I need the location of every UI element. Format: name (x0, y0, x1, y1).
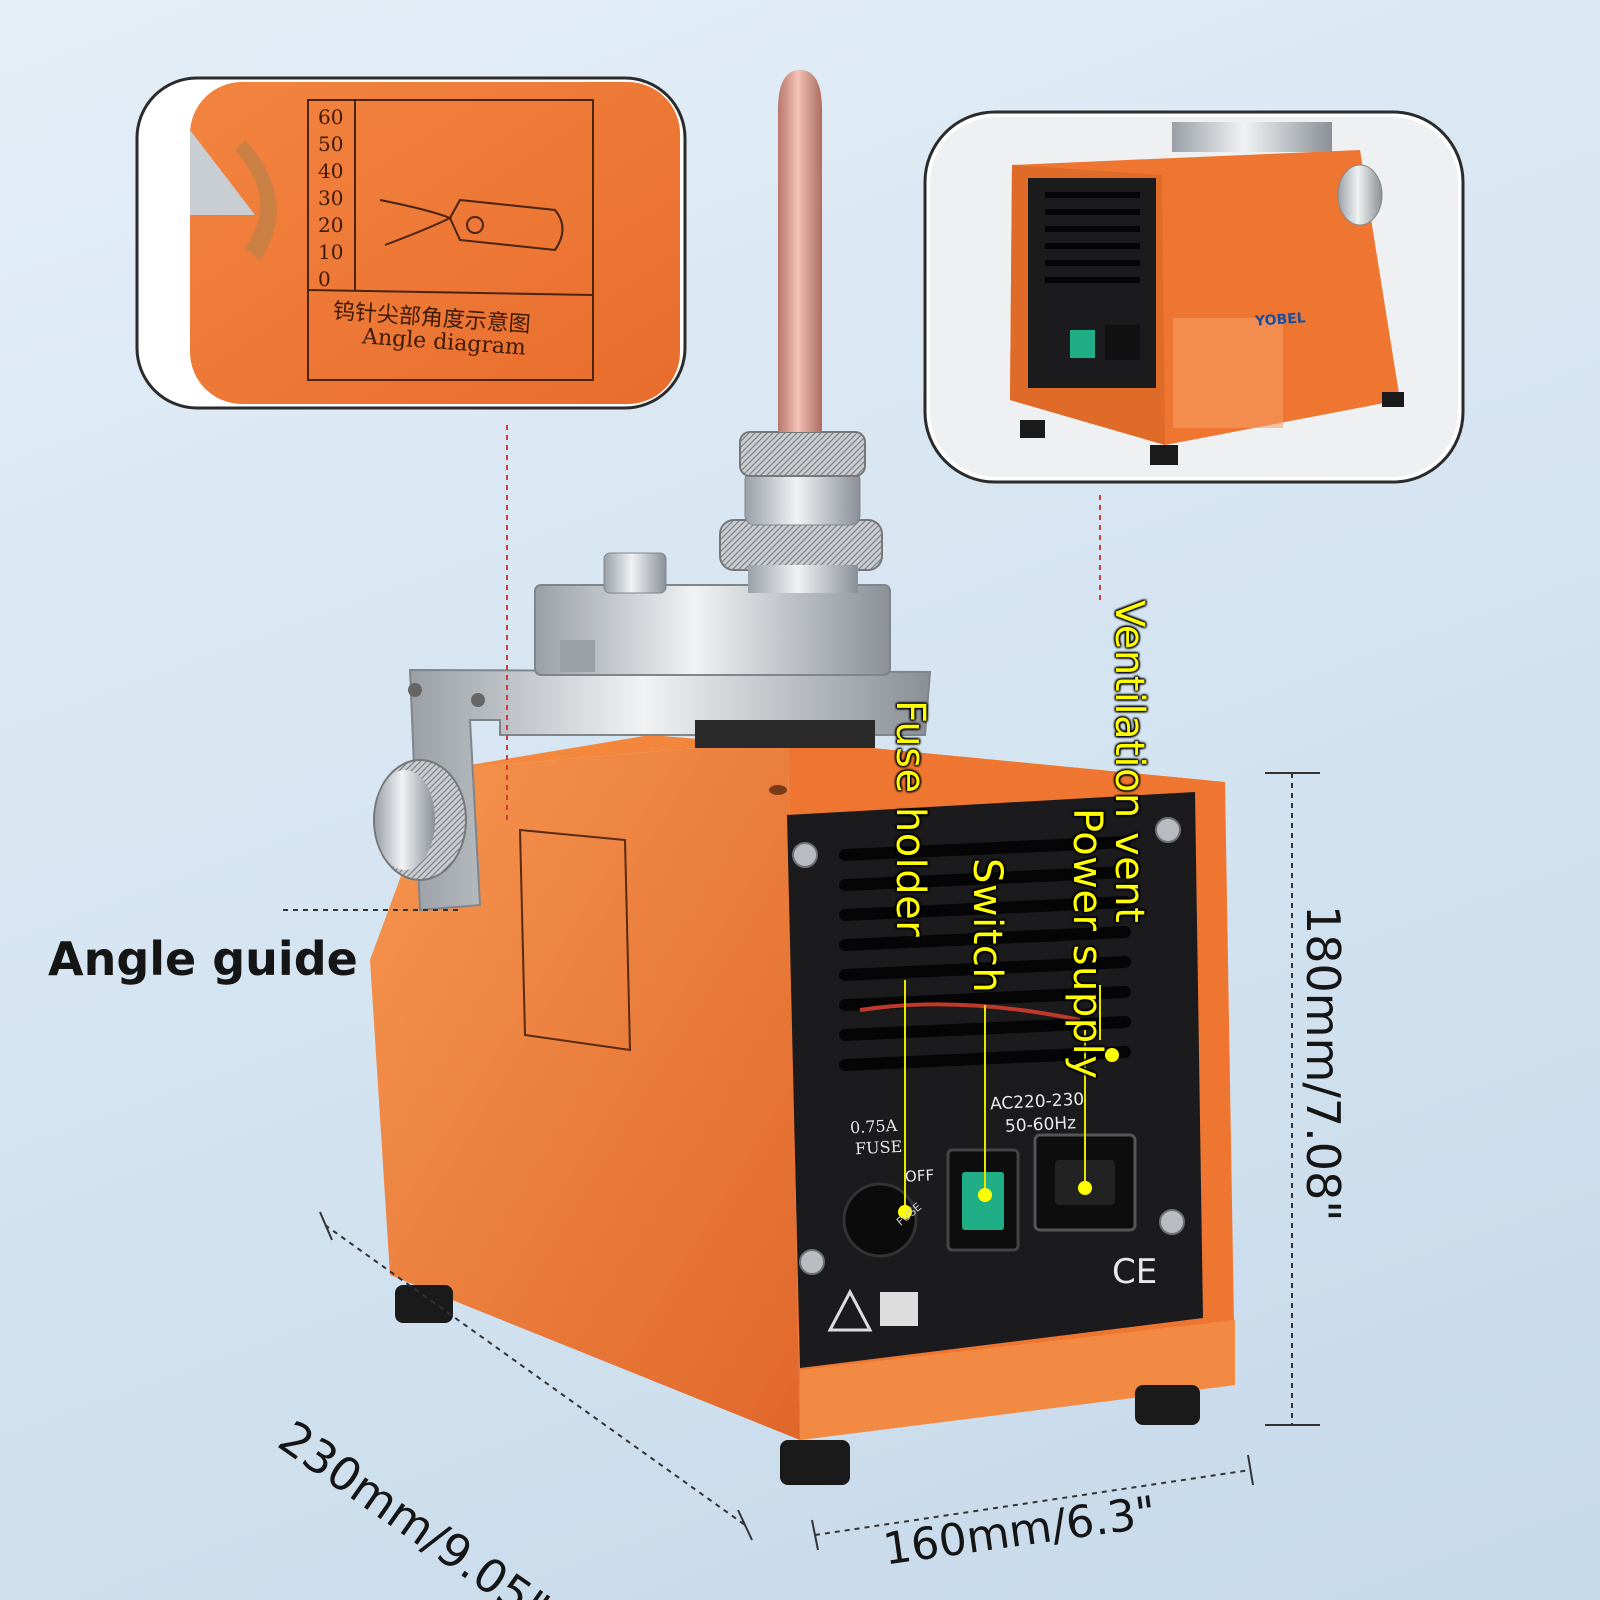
fuse-holder[interactable] (842, 1182, 918, 1258)
height-dimension: 180mm/7.08" (1296, 905, 1350, 1222)
angle-scale-0: 0 (318, 267, 331, 291)
guide-slot (560, 640, 595, 672)
angle-scale-40: 40 (318, 159, 344, 183)
foot-front-right (1135, 1385, 1200, 1425)
grinding-pad (695, 720, 875, 748)
angle-guide-label: Angle guide (48, 932, 358, 986)
fuse-rating: 0.75A (849, 1115, 898, 1138)
angle-scale: 60 50 40 30 20 10 0 (318, 104, 343, 293)
angle-scale-60: 60 (318, 105, 344, 129)
angle-adjust-knob-face (375, 770, 435, 870)
warning-icon (827, 1288, 873, 1332)
fuse-label: FUSE (854, 1136, 903, 1159)
bracket-screw (408, 683, 422, 697)
upper-knurled-nut[interactable] (739, 431, 866, 477)
foot-left (395, 1285, 453, 1323)
body-side-face (370, 740, 800, 1440)
lock-knob[interactable] (603, 552, 667, 594)
dimension-lines (319, 772, 1320, 1551)
bracket-screw (471, 693, 485, 707)
angle-scale-20: 20 (318, 213, 344, 237)
lower-knurled-nut[interactable] (719, 519, 883, 571)
tungsten-holder-rod (778, 70, 822, 432)
internal-wires (859, 1002, 1081, 1022)
nut-collar (748, 565, 858, 593)
manual-icon (880, 1292, 918, 1326)
power-supply-label: Power supply (1064, 808, 1110, 1080)
guide-block (534, 584, 891, 676)
angle-scale-30: 30 (318, 186, 344, 210)
ce-mark: CE (1112, 1252, 1158, 1292)
angle-diagram-inset (135, 76, 687, 410)
top-hole (769, 785, 787, 795)
angle-scale-10: 10 (318, 240, 344, 264)
ventilation-vent-label: Ventilation vent (1106, 600, 1152, 924)
body-top-face (440, 735, 1225, 782)
spindle-housing (744, 469, 861, 526)
panel-screws (792, 817, 1185, 1275)
switch-label: Switch (964, 858, 1010, 994)
off-label: OFF (904, 1166, 935, 1186)
fuse-holder-label: Fuse holder (887, 700, 933, 938)
frequency-label: 50-60Hz (1004, 1113, 1077, 1137)
foot-front-left (780, 1440, 850, 1485)
leader-lines (283, 425, 1119, 1219)
side-angle-plate (518, 828, 632, 1052)
body-front-lip (800, 1320, 1235, 1440)
rear-view-inset (923, 110, 1465, 484)
angle-scale-50: 50 (318, 132, 344, 156)
